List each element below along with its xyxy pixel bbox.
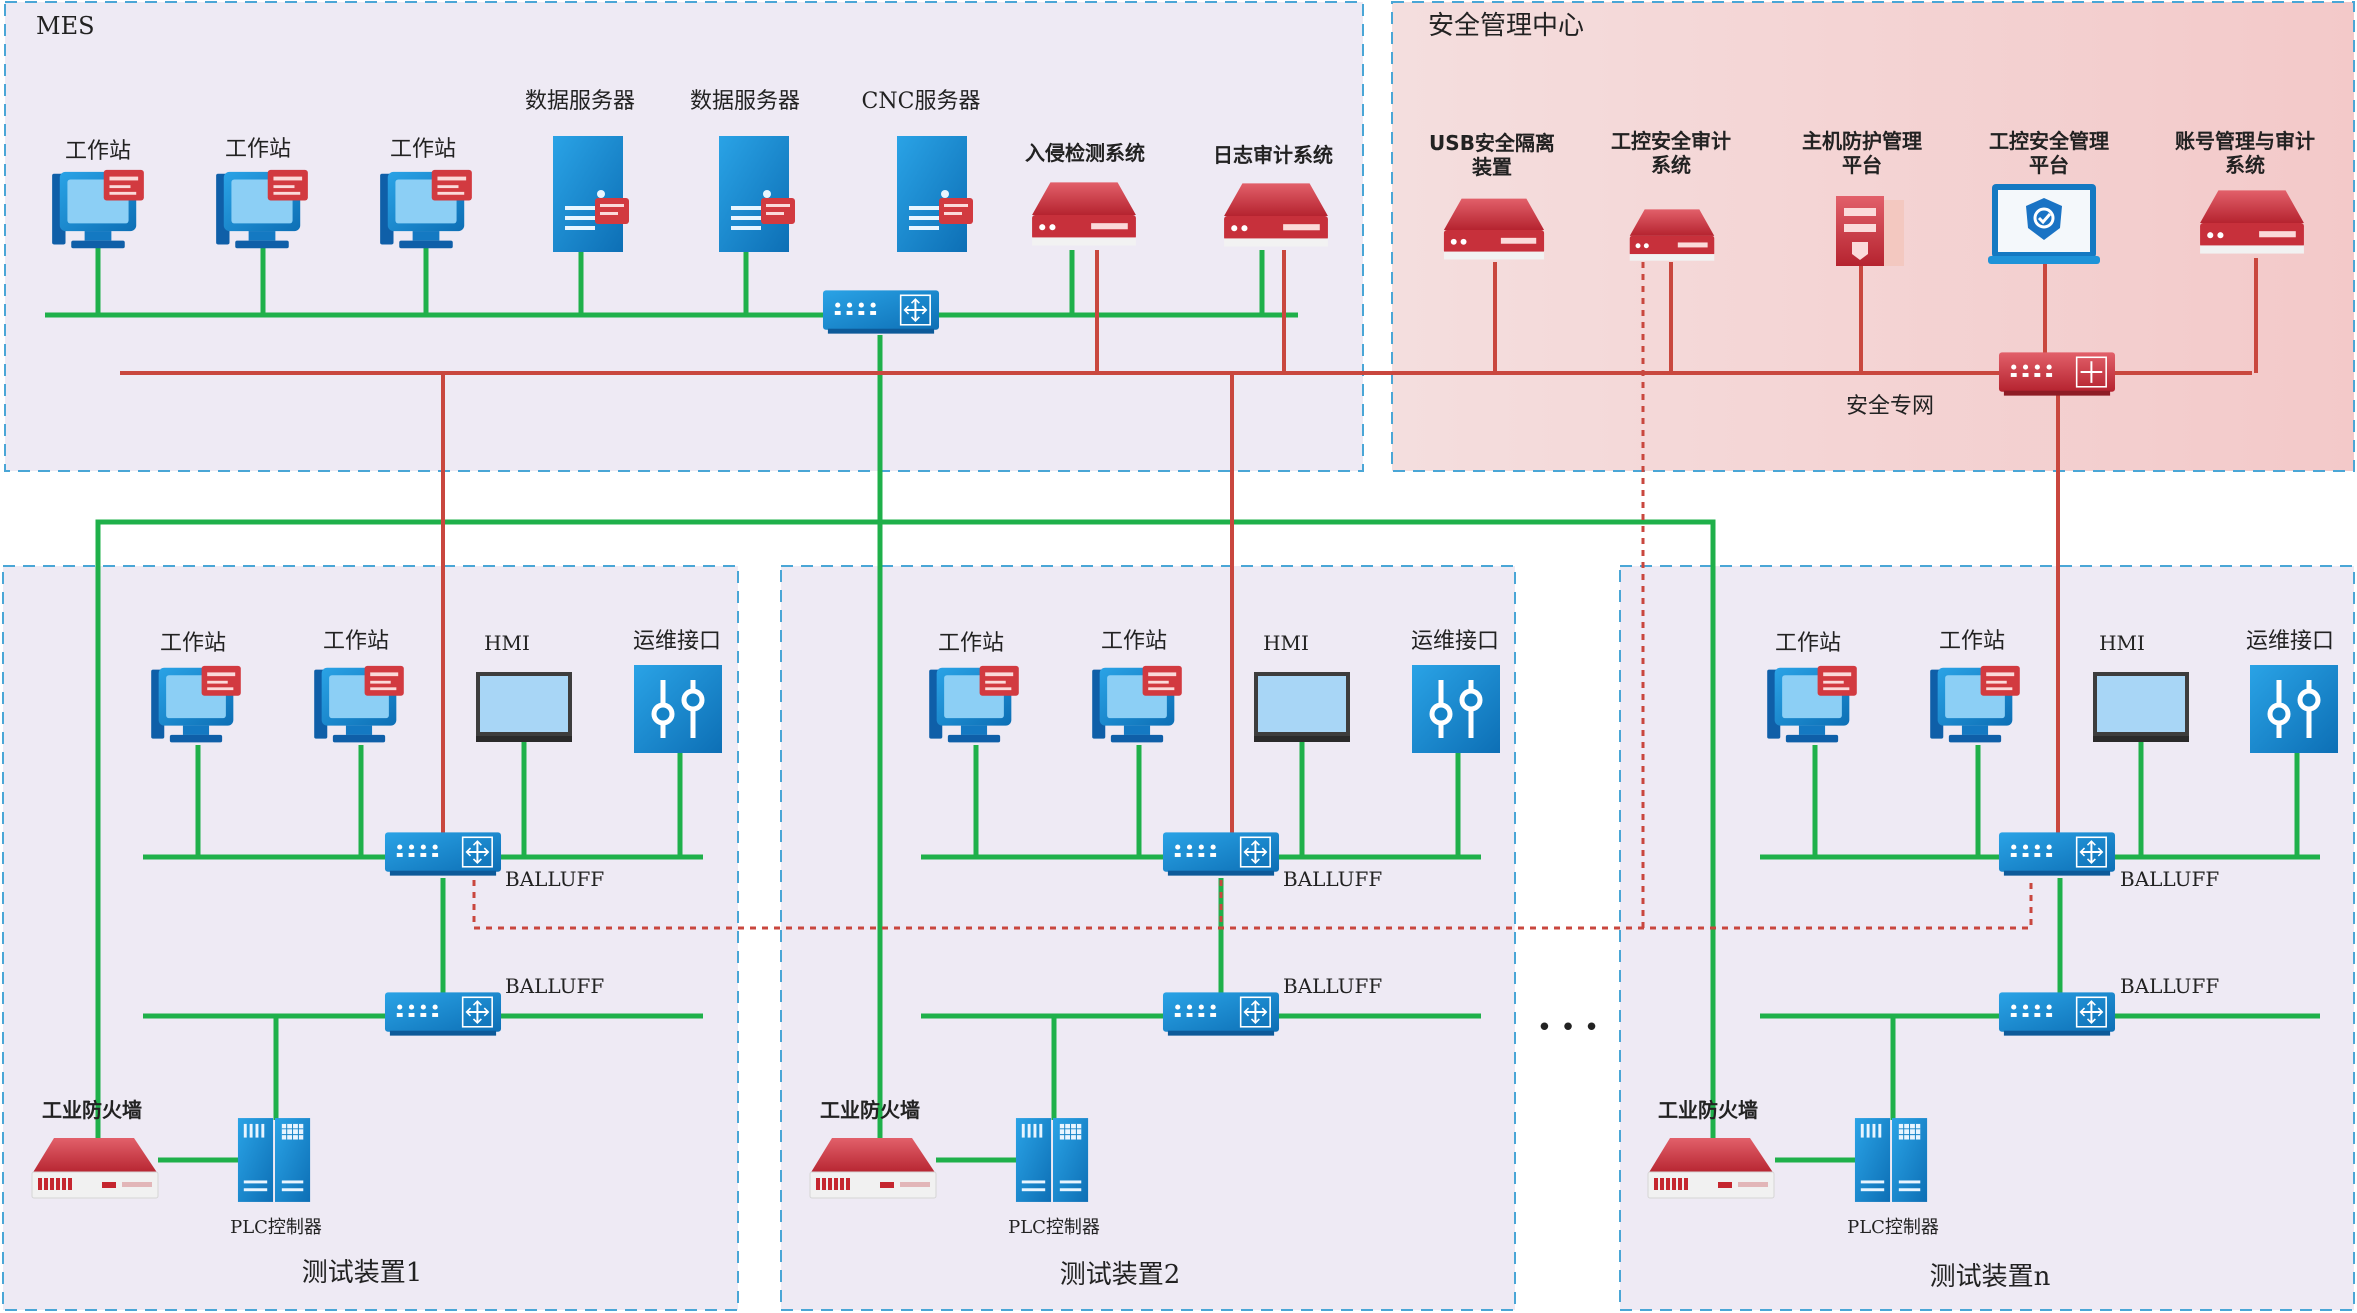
ics-management-platform[interactable]: 工控安全管理 平台	[1988, 129, 2109, 264]
ics-audit-label-line1: 工控安全审计	[1611, 129, 1731, 153]
host-server-icon	[1836, 196, 1904, 266]
unit2-workstation-1-label: 工作站	[938, 631, 1004, 656]
switch-icon[interactable]	[384, 991, 502, 1037]
unitn-workstation-2-label: 工作站	[1939, 629, 2005, 654]
mes-zone	[4, 1, 1364, 472]
mes-workstation-1-label: 工作站	[65, 139, 131, 164]
unitn-hmi-label: HMI	[2099, 631, 2145, 655]
firewall-icon[interactable]	[1647, 1137, 1775, 1199]
firewall-icon[interactable]	[31, 1137, 159, 1199]
unit1-firewall-label: 工业防火墙	[42, 1098, 142, 1122]
server-icon	[719, 136, 795, 252]
switch-icon[interactable]	[384, 831, 502, 877]
unitn-firewall-label: 工业防火墙	[1658, 1098, 1758, 1122]
unitn-plc-label: PLC控制器	[1847, 1217, 1939, 1238]
account-audit-label-line2: 系统	[2225, 153, 2265, 177]
security-network-label: 安全专网	[1846, 394, 1934, 419]
log-audit-icon	[1224, 183, 1328, 247]
unit1-workstation-1-label: 工作站	[160, 631, 226, 656]
unit1-plc-label: PLC控制器	[230, 1217, 322, 1238]
security-center-title: 安全管理中心	[1428, 11, 1584, 41]
account-audit-label-line1: 账号管理与审计	[2175, 129, 2315, 153]
usb-isolation-label-line1: USB安全隔离	[1429, 131, 1555, 155]
host-protection-label-line2: 平台	[1842, 153, 1882, 177]
ics-management-label-line1: 工控安全管理	[1989, 129, 2109, 153]
data-server-1-label: 数据服务器	[525, 89, 635, 114]
data-server-2-label: 数据服务器	[690, 89, 800, 114]
ics-management-label-line2: 平台	[2029, 153, 2069, 177]
cnc-server-label: CNC服务器	[862, 89, 981, 114]
mes-workstation-3-label: 工作站	[390, 137, 456, 162]
test-unit-2: 工作站 工作站 HMI 运维接口 BALLUFF BALLUFF 工业防火墙 P…	[809, 629, 1500, 1290]
account-audit-system[interactable]: 账号管理与审计 系统	[2175, 129, 2315, 254]
host-protection-label-line1: 主机防护管理	[1802, 129, 1922, 153]
unit1-hmi-label: HMI	[484, 631, 530, 655]
firewall-icon[interactable]	[809, 1137, 937, 1199]
server-icon	[897, 136, 973, 252]
unit2-switch-2-label: BALLUFF	[1283, 974, 1382, 998]
red-links	[120, 250, 2258, 835]
unit2-switch-1-label: BALLUFF	[1283, 867, 1382, 891]
log-audit-label: 日志审计系统	[1213, 143, 1333, 167]
mes-cnc-server[interactable]: CNC服务器	[862, 89, 981, 252]
ics-audit-icon	[1629, 209, 1715, 261]
switch-icon[interactable]	[1162, 991, 1280, 1037]
switch-icon[interactable]	[1162, 831, 1280, 877]
hmi-icon[interactable]	[2093, 672, 2189, 742]
hmi-icon[interactable]	[1254, 672, 1350, 742]
ics-audit-label-line2: 系统	[1651, 153, 1691, 177]
laptop-shield-icon	[1988, 184, 2100, 264]
unitn-workstation-1-label: 工作站	[1775, 631, 1841, 656]
ops-port-icon[interactable]	[634, 665, 722, 753]
unit1-ops-label: 运维接口	[633, 629, 721, 654]
unit2-firewall-label: 工业防火墙	[820, 1098, 920, 1122]
intrusion-detection-icon	[1032, 182, 1136, 246]
mes-workstation-1[interactable]: 工作站	[52, 139, 144, 249]
ics-audit-system[interactable]: 工控安全审计 系统	[1611, 129, 1731, 261]
usb-isolation-label-line2: 装置	[1471, 155, 1512, 179]
account-audit-icon	[2200, 190, 2304, 254]
mes-workstation-2[interactable]: 工作站	[216, 137, 308, 249]
unit1-title: 测试装置1	[302, 1258, 423, 1288]
mes-data-server-1[interactable]: 数据服务器	[525, 89, 635, 252]
unit1-switch-2-label: BALLUFF	[505, 974, 604, 998]
test-unit-1: 工作站 工作站 HMI 运维接口 BALLUFF BALLUFF 工业防火墙 P…	[31, 629, 722, 1288]
mes-workstation-2-label: 工作站	[225, 137, 291, 162]
red-dashed-links	[472, 262, 2033, 930]
unitn-ops-label: 运维接口	[2246, 629, 2334, 654]
ellipsis: • • •	[1537, 1013, 1600, 1043]
mes-core-switch-icon[interactable]	[822, 289, 940, 335]
ops-port-icon[interactable]	[2250, 665, 2338, 753]
unit2-hmi-label: HMI	[1263, 631, 1309, 655]
switch-icon[interactable]	[1998, 991, 2116, 1037]
unit1-switch-1-label: BALLUFF	[505, 867, 604, 891]
server-icon	[553, 136, 629, 252]
security-switch-icon[interactable]	[1998, 351, 2116, 397]
switch-icon[interactable]	[1998, 831, 2116, 877]
mes-ids[interactable]: 入侵检测系统	[1025, 141, 1145, 246]
hmi-icon[interactable]	[476, 672, 572, 742]
mes-data-server-2[interactable]: 数据服务器	[690, 89, 800, 252]
ops-port-icon[interactable]	[1412, 665, 1500, 753]
mes-workstation-3[interactable]: 工作站	[380, 137, 472, 249]
unit2-workstation-2-label: 工作站	[1101, 629, 1167, 654]
unitn-title: 测试装置n	[1930, 1262, 2051, 1292]
usb-isolation-device[interactable]: USB安全隔离 装置	[1429, 131, 1555, 260]
usb-isolation-icon	[1443, 198, 1545, 260]
unitn-switch-1-label: BALLUFF	[2120, 867, 2219, 891]
test-unit-n: 工作站 工作站 HMI 运维接口 BALLUFF BALLUFF 工业防火墙 P…	[1647, 629, 2338, 1292]
mes-log-audit[interactable]: 日志审计系统	[1213, 143, 1333, 247]
unit2-title: 测试装置2	[1060, 1260, 1181, 1290]
mes-zone-title: MES	[36, 12, 95, 40]
ids-label: 入侵检测系统	[1025, 141, 1145, 165]
unit2-ops-label: 运维接口	[1411, 629, 1499, 654]
unitn-switch-2-label: BALLUFF	[2120, 974, 2219, 998]
host-protection-platform[interactable]: 主机防护管理 平台	[1802, 129, 1922, 266]
unit2-plc-label: PLC控制器	[1008, 1217, 1100, 1238]
unit1-workstation-2-label: 工作站	[323, 629, 389, 654]
